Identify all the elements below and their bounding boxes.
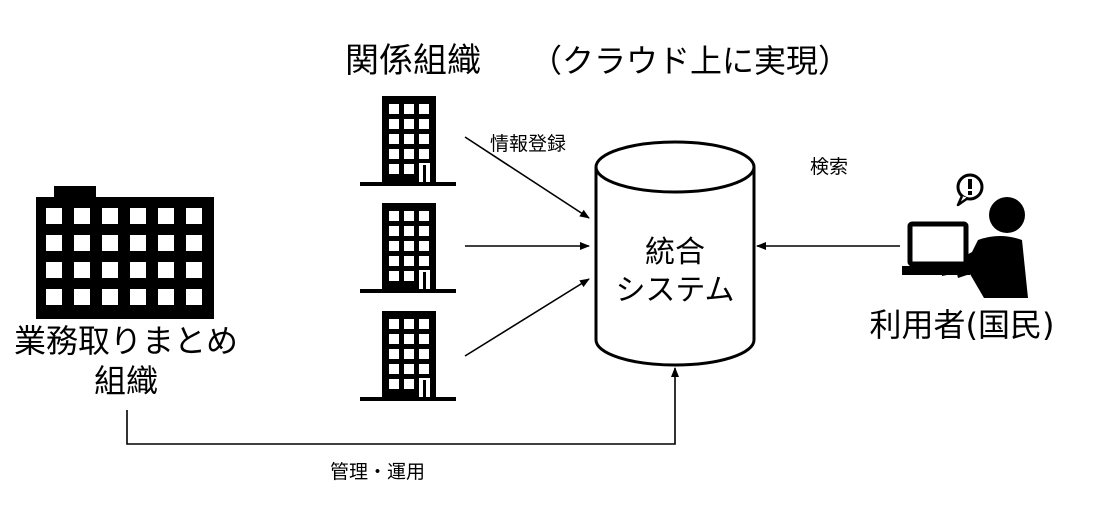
building-window [404, 241, 414, 251]
building-window [389, 226, 399, 236]
building-window [404, 271, 414, 281]
building-window [389, 379, 399, 389]
building-window [404, 256, 414, 266]
person-at-laptop-icon [902, 197, 1028, 298]
building-window [404, 164, 414, 174]
building-window [74, 289, 90, 305]
search-label: 検索 [810, 156, 848, 178]
building-window [404, 379, 414, 389]
building-window [46, 235, 62, 251]
building-window [389, 319, 399, 329]
building-window [186, 289, 202, 305]
building-window [389, 271, 399, 281]
building-window [186, 208, 202, 224]
register-arrow-bottom [465, 279, 589, 356]
building-window [419, 211, 429, 221]
building-window [102, 289, 118, 305]
building-window [419, 349, 429, 359]
building-window [389, 134, 399, 144]
building-window [74, 235, 90, 251]
building-window [46, 289, 62, 305]
building-window [419, 364, 429, 374]
building-window [389, 349, 399, 359]
building-window [404, 211, 414, 221]
office-building-icon [360, 96, 456, 186]
exclamation-bubble-icon [958, 175, 982, 205]
building-window [389, 104, 399, 114]
register-label: 情報登録 [490, 133, 566, 155]
building-window [74, 208, 90, 224]
building-window [389, 241, 399, 251]
building-window [74, 262, 90, 278]
office-building-icon [360, 203, 456, 293]
building-window [130, 208, 146, 224]
building-window [404, 334, 414, 344]
building-window [404, 134, 414, 144]
building-window [404, 319, 414, 329]
system-label-line1: 統合 [645, 235, 705, 270]
building-window [130, 289, 146, 305]
building-window [389, 334, 399, 344]
building-window [102, 208, 118, 224]
organization-label-line2: 組織 [94, 362, 158, 400]
building-window [419, 319, 429, 329]
building-window [158, 235, 174, 251]
large-office-building-icon [36, 186, 214, 319]
building-window [419, 149, 429, 159]
related-orgs-title: 関係組織 [345, 41, 481, 81]
building-window [404, 149, 414, 159]
building-window [158, 208, 174, 224]
organization-label-line1: 業務取りまとめ [14, 322, 238, 360]
building-window [404, 226, 414, 236]
building-window [102, 235, 118, 251]
building-window [404, 119, 414, 129]
building-window [389, 364, 399, 374]
cloud-note: （クラウド上に実現） [530, 42, 850, 80]
building-window [158, 262, 174, 278]
office-building-icon [360, 311, 456, 401]
building-window [389, 164, 399, 174]
building-window [404, 364, 414, 374]
building-window [419, 334, 429, 344]
user-label: 利用者(国民) [870, 306, 1055, 344]
building-window [46, 208, 62, 224]
building-window [130, 235, 146, 251]
building-window [419, 119, 429, 129]
building-window [130, 262, 146, 278]
manage-label: 管理・運用 [330, 461, 425, 483]
building-window [389, 149, 399, 159]
system-label-line2: システム [615, 273, 734, 308]
building-window [46, 262, 62, 278]
building-window [389, 211, 399, 221]
building-window [419, 104, 429, 114]
building-window [419, 226, 429, 236]
building-window [389, 119, 399, 129]
building-window [419, 241, 429, 251]
building-window [158, 289, 174, 305]
building-window [102, 262, 118, 278]
building-window [404, 349, 414, 359]
building-window [419, 134, 429, 144]
building-window [419, 256, 429, 266]
building-window [389, 256, 399, 266]
building-window [186, 262, 202, 278]
building-window [404, 104, 414, 114]
building-window [186, 235, 202, 251]
